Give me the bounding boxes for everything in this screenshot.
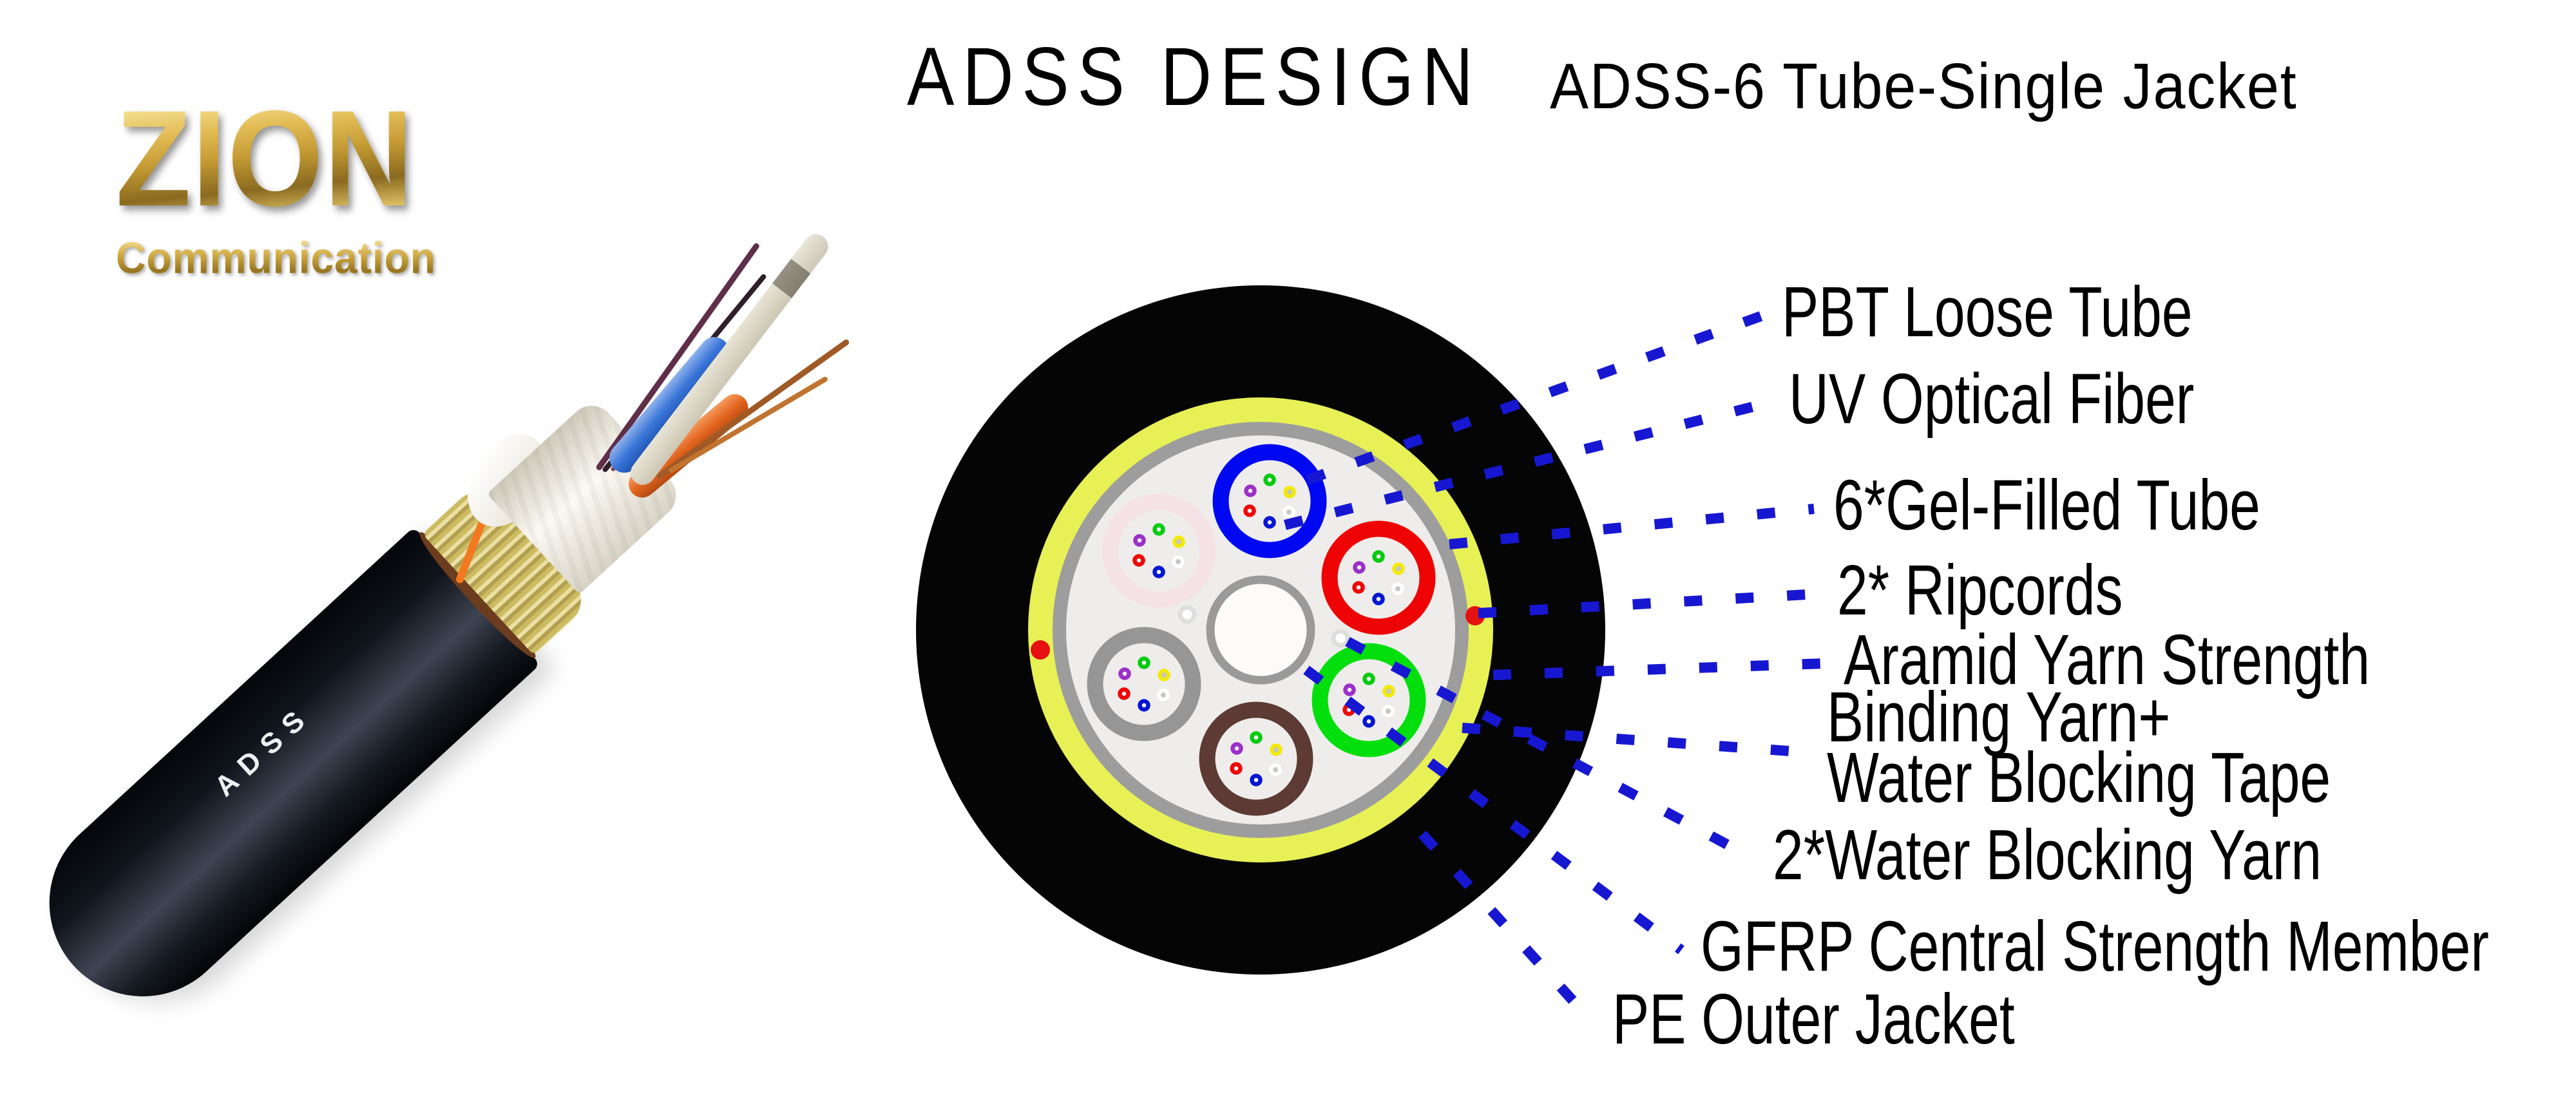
- brand-logo-wordmark: ZION: [116, 90, 426, 227]
- callout-water-blocking-yarn: 2*Water Blocking Yarn: [1773, 815, 2322, 895]
- callout-aramid-yarn: Aramid Yarn Strength: [1844, 620, 2371, 700]
- leader-aramid: [1493, 658, 1825, 680]
- leader-ripcords: [1478, 589, 1818, 618]
- brand-logo: ZION Communication: [116, 90, 460, 283]
- loose-tube-blue: [1212, 444, 1327, 558]
- gfrp-central-member: [1206, 575, 1315, 685]
- leader-lines: [1284, 310, 1825, 1027]
- callout-binding-yarn-line1: Binding Yarn+: [1827, 678, 2171, 757]
- loose-tube-red: [1321, 520, 1436, 635]
- page-subtitle: ADSS-6 Tube-Single Jacket: [1550, 50, 2298, 122]
- water-blocking-yarn-left: [1178, 605, 1197, 624]
- water-blocking-yarn-right: [1331, 629, 1350, 648]
- brand-logo-subtitle: Communication: [116, 233, 436, 283]
- callout-ripcords: 2* Ripcords: [1837, 551, 2123, 630]
- callout-pe-outer-jacket: PE Outer Jacket: [1612, 980, 2015, 1059]
- callout-pbt-loose-tube: PBT Loose Tube: [1782, 272, 2193, 352]
- ripcord-left: [1031, 640, 1050, 660]
- leader-uv: [1284, 397, 1771, 530]
- loose-tube-gray: [1087, 627, 1201, 741]
- leader-pe: [1418, 830, 1597, 1027]
- leader-gel: [1449, 504, 1815, 549]
- leader-binding: [1462, 723, 1808, 757]
- callout-uv-optical-fiber: UV Optical Fiber: [1789, 359, 2195, 439]
- page-title: ADSS DESIGN: [907, 31, 1482, 123]
- callout-binding-yarn-line2: Water Blocking Tape: [1827, 738, 2331, 817]
- loose-tube-brown: [1199, 701, 1313, 816]
- callout-gel-filled-tube: 6*Gel-Filled Tube: [1833, 466, 2260, 545]
- callout-gfrp-member: GFRP Central Strength Member: [1701, 907, 2489, 986]
- callout-binding-yarn-tape: Binding Yarn+ Water Blocking Tape: [1827, 678, 2331, 817]
- loose-tube-green: [1312, 643, 1426, 757]
- loose-tube-pink: [1102, 493, 1216, 608]
